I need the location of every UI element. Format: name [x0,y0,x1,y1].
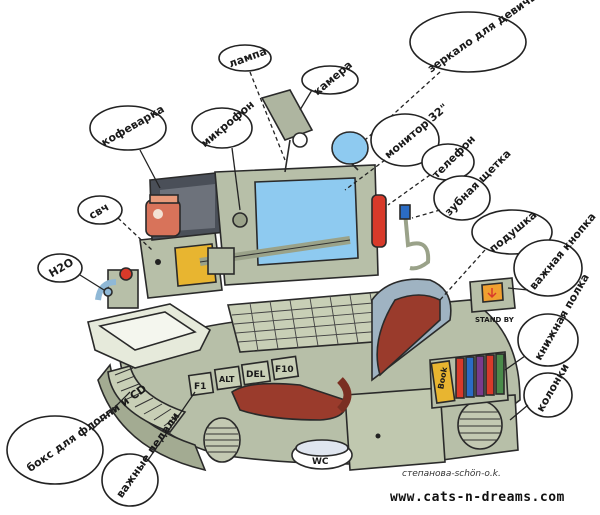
coffee-maker [145,171,226,241]
camera [260,89,314,173]
website-link[interactable]: www.cats-n-dreams.com [390,490,565,505]
svg-text:Book: Book [436,366,449,390]
coffee-cup [145,199,181,237]
key-f1[interactable]: F1 [187,371,215,397]
callout-camera: камера [299,58,359,111]
microwave [139,231,223,299]
book-shelf: Book [429,351,509,409]
svg-text:F10: F10 [275,365,294,375]
svg-text:STAND BY: STAND BY [475,316,515,324]
sink [87,267,212,369]
pedal-keys: F1 ALT DEL F10 [187,355,300,397]
floppy-box [107,365,187,433]
svg-text:ALT: ALT [219,375,235,384]
mirror [331,131,369,171]
key-del[interactable]: DEL [240,360,272,386]
svg-text:F1: F1 [194,382,206,392]
important-button[interactable]: STAND BY [469,277,516,324]
svg-text:WC: WC [312,457,329,467]
artist-signature: степанова-schön-o.k. [402,469,501,479]
front-cabinet [344,387,446,471]
callout-water: H2O [37,253,105,291]
phone [371,194,387,248]
wc-bowl: WC [291,439,353,470]
callout-microwave: свч [77,195,153,251]
speaker-left [203,417,241,463]
monitor [199,164,379,286]
red-tap-icon [119,267,133,281]
chair [230,278,452,421]
microphone-grille [232,212,248,228]
callout-coffee-maker: кофеварка [89,103,167,189]
key-alt[interactable]: ALT [213,365,243,391]
chair-seat [230,382,347,421]
toothbrush [399,204,431,271]
key-f10[interactable]: F10 [270,355,300,381]
callout-lamp: лампа [218,44,286,161]
svg-text:DEL: DEL [246,370,266,380]
